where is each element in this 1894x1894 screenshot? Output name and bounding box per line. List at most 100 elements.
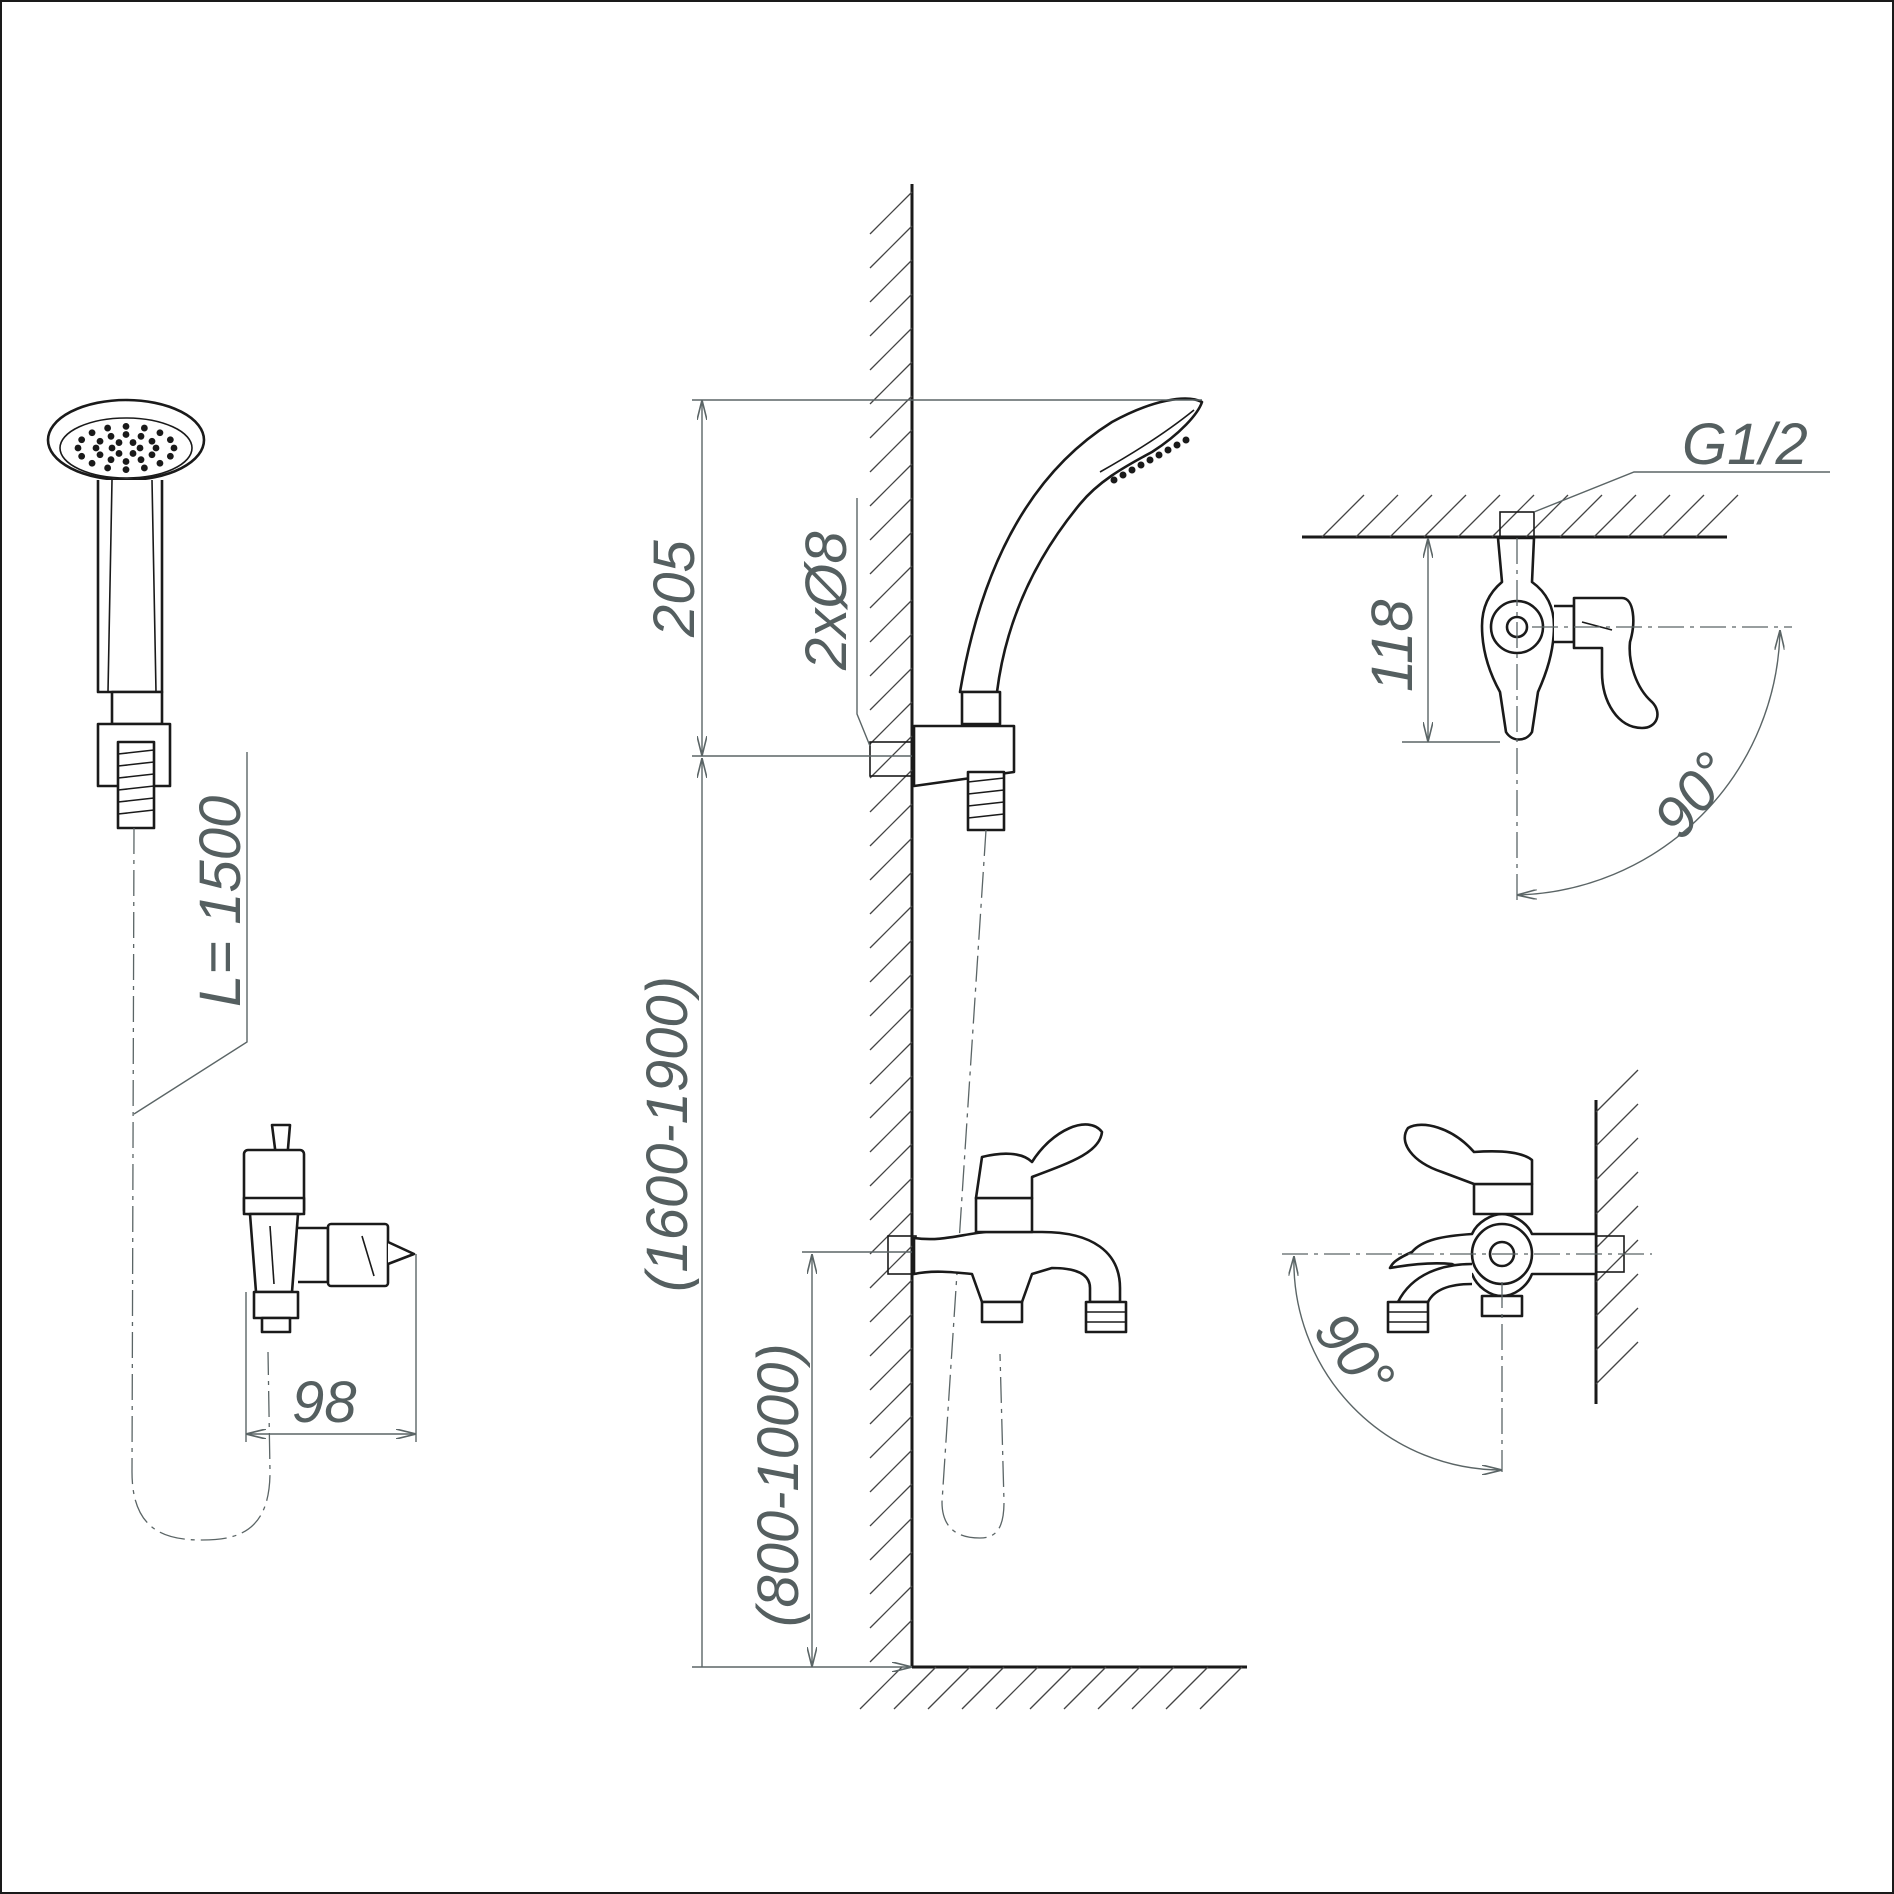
hatch-line bbox=[1661, 494, 1705, 538]
hatch-line bbox=[1131, 1666, 1175, 1710]
shower-head-side bbox=[958, 397, 1204, 726]
hatch-line bbox=[1595, 1103, 1639, 1147]
hatch-line bbox=[1457, 494, 1501, 538]
center-elevation: 205 2xØ8 (1600-1900) (800-1000) bbox=[635, 184, 1247, 1710]
nozzle-dot bbox=[104, 464, 112, 472]
side-nozzle-dot bbox=[1155, 451, 1163, 459]
hatch-line bbox=[1423, 494, 1467, 538]
hose-centerline bbox=[131, 827, 271, 1541]
hatch-line bbox=[869, 1585, 913, 1629]
nozzle-dot bbox=[122, 431, 130, 438]
hatch-line bbox=[869, 1313, 913, 1357]
hatch-line bbox=[1389, 494, 1433, 538]
nozzle-dot bbox=[136, 444, 144, 452]
bracket-height-label: (1600-1900) bbox=[635, 976, 700, 1292]
hatch-line bbox=[869, 939, 913, 983]
hatch-line bbox=[869, 463, 913, 507]
hatch-line bbox=[1029, 1666, 1073, 1710]
nozzle-dot bbox=[166, 452, 174, 460]
bottom-side-view: 90° bbox=[1282, 1069, 1652, 1472]
hatch-line bbox=[869, 871, 913, 915]
hatch-line bbox=[869, 1483, 913, 1527]
hatch-line bbox=[869, 837, 913, 881]
nozzle-dot bbox=[88, 459, 96, 467]
hatch-line bbox=[1491, 494, 1535, 538]
hatch-line bbox=[869, 531, 913, 575]
top-angle-arc bbox=[1517, 630, 1780, 895]
nozzle-dot bbox=[137, 432, 145, 440]
hatch-line bbox=[869, 1075, 913, 1119]
nozzle-dot bbox=[166, 436, 174, 444]
hatch-line bbox=[1695, 494, 1739, 538]
hose-cone bbox=[110, 690, 164, 726]
nozzle-dot bbox=[78, 436, 86, 444]
center-hose-centerline bbox=[941, 829, 1005, 1539]
hatch-line bbox=[869, 1279, 913, 1323]
hatch-line bbox=[1097, 1666, 1141, 1710]
hatch-line bbox=[995, 1666, 1039, 1710]
hatch-line bbox=[869, 667, 913, 711]
side-wall-hatching bbox=[1595, 1069, 1639, 1385]
bracket-holes-label: 2xØ8 bbox=[794, 531, 859, 671]
valve-depth-label: 118 bbox=[1360, 600, 1425, 692]
top-angle-label: 90° bbox=[1641, 741, 1746, 850]
nozzle-dot bbox=[122, 423, 130, 430]
hatch-line bbox=[869, 1177, 913, 1221]
thread-label: G1/2 bbox=[1682, 412, 1808, 477]
outlet-projection-label: 98 bbox=[292, 1370, 357, 1435]
hatch-line bbox=[1595, 1171, 1639, 1215]
hatch-line bbox=[1595, 1069, 1639, 1113]
nozzle-dot bbox=[78, 452, 86, 460]
nozzle-dot bbox=[152, 444, 160, 452]
hatch-line bbox=[1063, 1666, 1107, 1710]
valve-top-view bbox=[1480, 536, 1659, 741]
hatch-line bbox=[1559, 494, 1603, 538]
nozzle-dot bbox=[129, 450, 137, 457]
hatch-line bbox=[869, 1517, 913, 1561]
nozzle-dot bbox=[115, 439, 123, 446]
nozzle-dot bbox=[122, 458, 130, 465]
hatch-line bbox=[869, 803, 913, 847]
hatch-line bbox=[869, 1007, 913, 1051]
hatch-line bbox=[1627, 494, 1671, 538]
nozzle-dot bbox=[104, 424, 112, 432]
hatch-line bbox=[1199, 1666, 1243, 1710]
top-wall-hatching bbox=[1321, 494, 1739, 538]
hatch-line bbox=[869, 293, 913, 337]
side-nozzles bbox=[1110, 436, 1190, 484]
hatch-line bbox=[869, 497, 913, 541]
hatch-line bbox=[869, 1449, 913, 1493]
hatch-line bbox=[869, 1143, 913, 1187]
valve-height-label: (800-1000) bbox=[746, 1343, 811, 1627]
hatch-line bbox=[893, 1666, 937, 1710]
side-nozzle-dot bbox=[1119, 471, 1127, 479]
wall-bracket bbox=[869, 724, 1016, 832]
hatch-line bbox=[869, 565, 913, 609]
nozzle-dot bbox=[107, 456, 115, 464]
hatch-line bbox=[869, 1347, 913, 1391]
hatch-line bbox=[869, 1211, 913, 1255]
nozzle-dot bbox=[107, 432, 115, 440]
nozzle-holes bbox=[74, 423, 178, 473]
thread-leader bbox=[1533, 471, 1830, 513]
nozzle-dot bbox=[170, 444, 178, 452]
hatch-line bbox=[869, 1619, 913, 1663]
hatch-line bbox=[869, 633, 913, 677]
nozzle-dot bbox=[156, 459, 164, 467]
hatch-line bbox=[869, 701, 913, 745]
hatch-line bbox=[869, 361, 913, 405]
hatch-line bbox=[869, 1109, 913, 1153]
nozzle-dot bbox=[140, 464, 148, 472]
bracket-height-dim-line bbox=[692, 758, 912, 1667]
hatch-line bbox=[1595, 1205, 1639, 1249]
nozzle-dot bbox=[88, 429, 96, 437]
hose-length-leader bbox=[133, 752, 248, 1115]
hose-length-label: L= 1500 bbox=[188, 796, 253, 1007]
hatch-line bbox=[1595, 1137, 1639, 1181]
hatch-line bbox=[869, 259, 913, 303]
hatch-line bbox=[859, 1666, 903, 1710]
hatch-line bbox=[869, 327, 913, 371]
hatch-line bbox=[869, 395, 913, 439]
